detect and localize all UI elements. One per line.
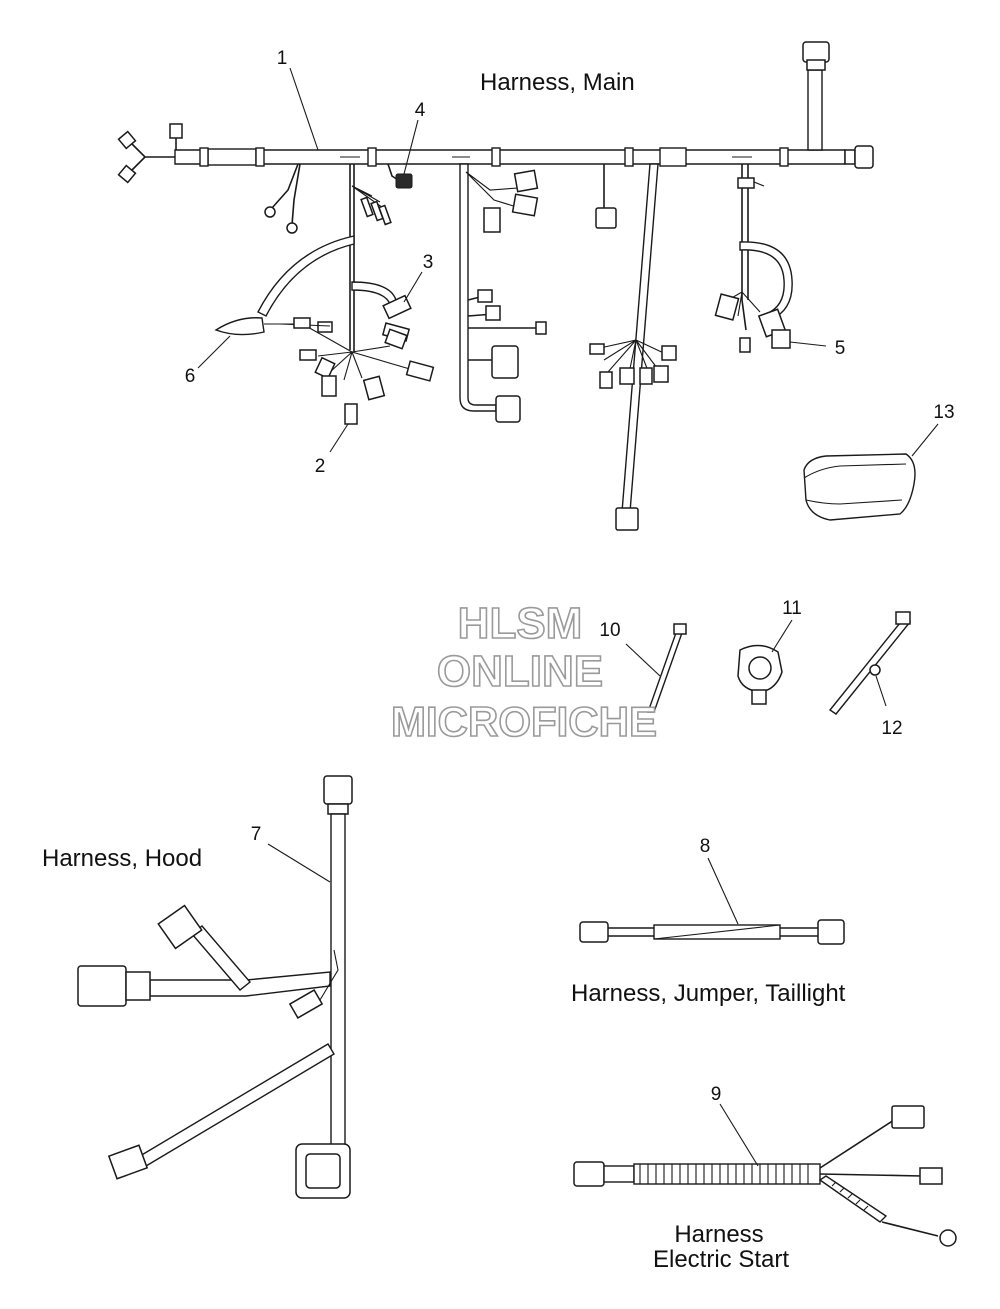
title-harness-electric-start-line2: Electric Start — [653, 1246, 789, 1273]
callout-7: 7 — [251, 824, 262, 845]
electric-start-harness — [573, 1105, 957, 1247]
callout-13: 13 — [933, 402, 954, 423]
title-harness-hood: Harness, Hood — [42, 845, 202, 872]
watermark: HLSM ONLINE MICROFICHE — [390, 598, 658, 746]
sleeve-part — [803, 453, 916, 521]
title-harness-electric-start-line1: Harness — [674, 1221, 763, 1248]
hardware-parts — [647, 611, 912, 715]
callout-4: 4 — [415, 100, 426, 121]
callout-10: 10 — [599, 620, 620, 641]
callout-5: 5 — [835, 338, 846, 359]
callout-11: 11 — [782, 598, 802, 619]
title-harness-jumper-taillight: Harness, Jumper, Taillight — [571, 980, 846, 1007]
watermark-line-2: ONLINE — [437, 647, 603, 696]
main-harness — [117, 41, 874, 531]
callout-6: 6 — [185, 366, 196, 387]
hood-harness — [77, 775, 353, 1199]
callout-12: 12 — [881, 718, 902, 739]
jumper-harness — [579, 919, 845, 945]
callout-2: 2 — [315, 456, 326, 477]
callout-3: 3 — [423, 252, 434, 273]
watermark-line-1: HLSM — [458, 599, 583, 648]
callout-8: 8 — [700, 836, 711, 857]
callout-9: 9 — [711, 1084, 722, 1105]
watermark-line-3: MICROFICHE — [391, 698, 657, 745]
callout-1: 1 — [277, 48, 288, 69]
leader-lines — [197, 67, 939, 1167]
title-harness-main: Harness, Main — [480, 69, 635, 96]
